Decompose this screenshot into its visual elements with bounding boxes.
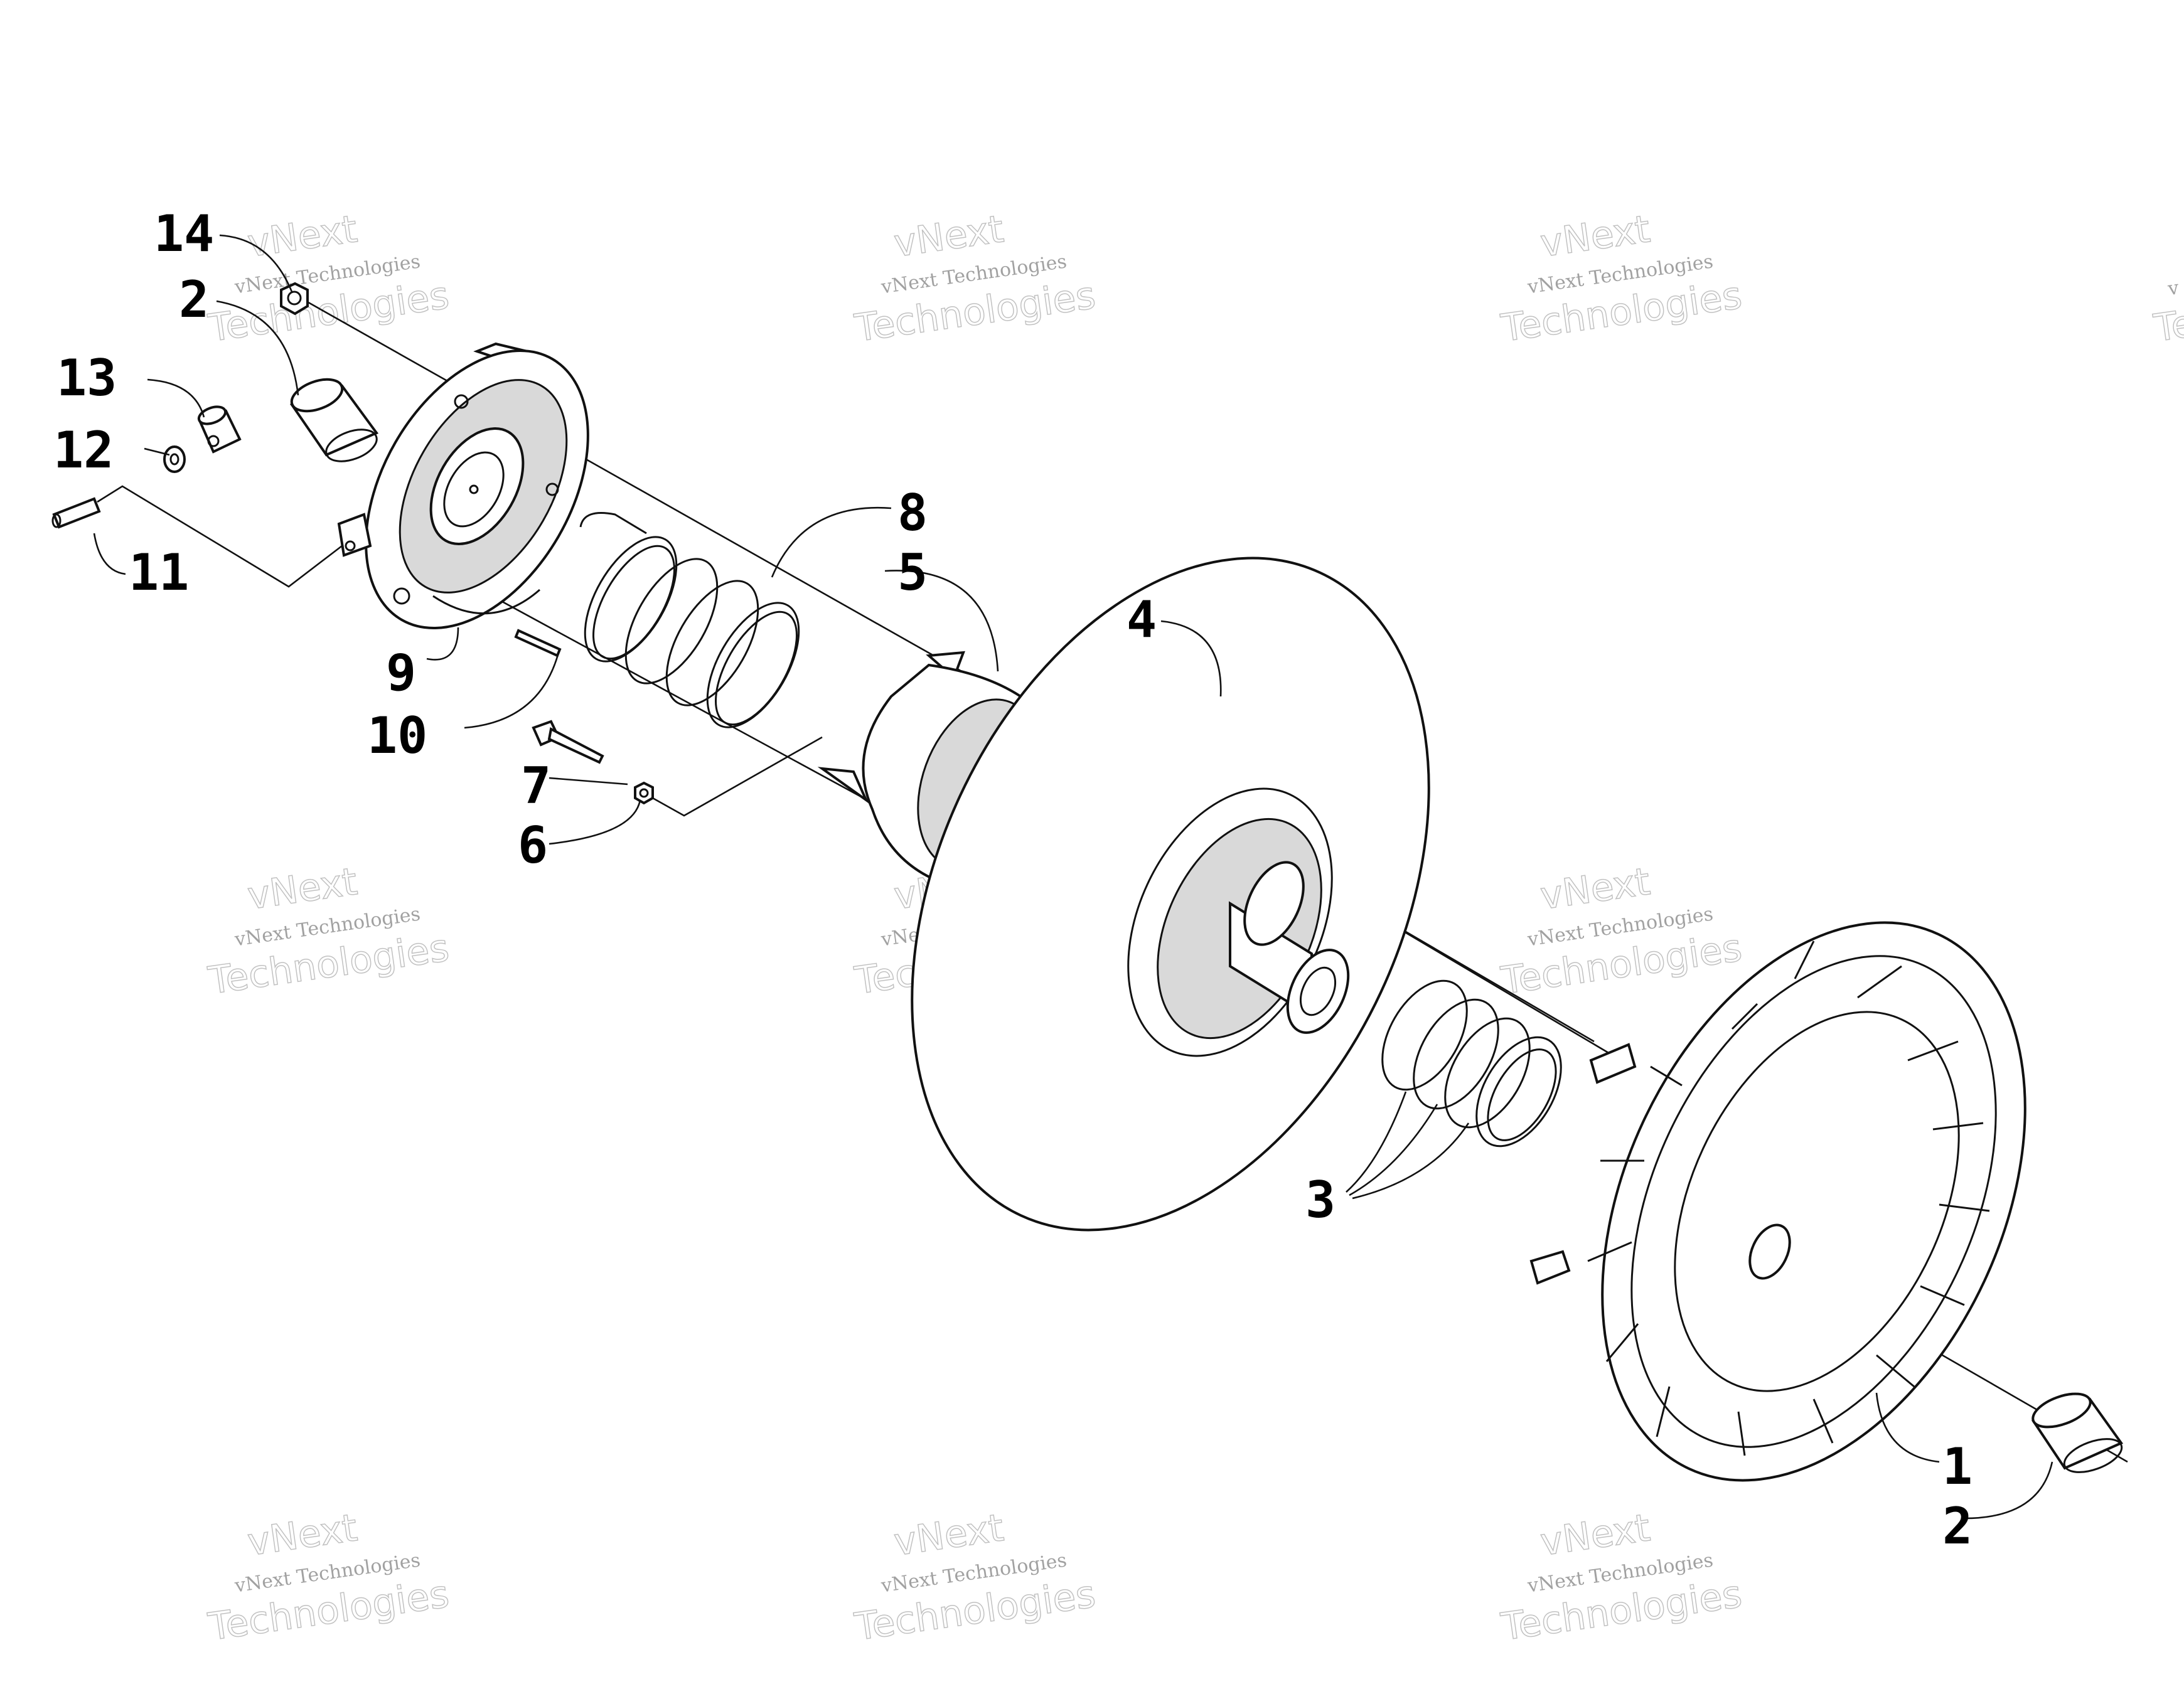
callout-6: 6 — [518, 816, 548, 875]
callout-5: 5 — [897, 543, 928, 602]
callout-8: 8 — [897, 484, 928, 542]
watermark-edge-small: v — [2166, 277, 2180, 300]
part-7-cap-screw — [532, 720, 604, 764]
callouts: 14 2 13 12 11 9 10 8 5 7 6 4 3 1 2 — [53, 205, 1973, 1555]
callout-4: 4 — [1127, 590, 1157, 649]
part-14-nut — [280, 282, 309, 316]
watermark: vNext vNext Technologies Technologies — [852, 1505, 1099, 1649]
watermark-vnext: vNext — [1538, 207, 1652, 266]
part-13-roller — [197, 405, 242, 454]
callout-2-bottom: 2 — [1942, 1497, 1973, 1555]
callout-1: 1 — [1942, 1437, 1973, 1496]
part-3-spring — [1381, 979, 1562, 1148]
watermark-vnext: vNext — [1538, 860, 1652, 919]
watermark-vnext: vNext — [245, 207, 360, 266]
callout-11: 11 — [129, 543, 189, 602]
callout-13: 13 — [56, 349, 117, 407]
watermark-edge-large: Te — [2151, 302, 2184, 351]
watermark: vNext vNext Technologies Technologies — [1498, 206, 1745, 351]
part-2-bushing-top — [289, 378, 379, 462]
part-1-fixed-sheave — [1529, 921, 2026, 1482]
callout-10: 10 — [367, 706, 427, 765]
part-12-washer — [163, 445, 186, 473]
part-4-movable-sheave — [911, 557, 1430, 1232]
watermark: vNext vNext Technologies Technologies — [205, 859, 452, 1003]
watermark-vnext: vNext — [891, 207, 1006, 266]
callout-9: 9 — [386, 644, 416, 702]
part-9-cam-plate — [337, 342, 589, 629]
watermark-vnext: vNext — [891, 1506, 1006, 1565]
part-11-pin — [51, 497, 101, 529]
callout-2-top: 2 — [179, 270, 209, 329]
watermark: vNext vNext Technologies Technologies — [852, 206, 1099, 351]
part-10-roll-pin — [514, 629, 562, 658]
part-8-spring — [579, 512, 800, 728]
leader-lines — [93, 234, 2053, 1520]
callout-14: 14 — [154, 205, 214, 263]
callout-3: 3 — [1305, 1171, 1336, 1229]
watermark-vnext: vNext — [245, 860, 360, 919]
part-2-bushing-bottom — [2031, 1392, 2124, 1473]
watermark-vnext: vNext — [245, 1506, 360, 1565]
watermark: vNext vNext Technologies Technologies — [205, 206, 452, 351]
watermark: vNext vNext Technologies Technologies — [1498, 1505, 1745, 1649]
watermark: vNext vNext Technologies Technologies — [205, 1505, 452, 1649]
watermark-edge: v Te — [2151, 277, 2184, 351]
callout-12: 12 — [53, 421, 114, 479]
watermark-vnext: vNext — [1538, 1506, 1652, 1565]
callout-7: 7 — [521, 757, 551, 815]
watermark: vNext vNext Technologies Technologies — [1498, 859, 1745, 1003]
part-6-nut — [634, 781, 654, 805]
